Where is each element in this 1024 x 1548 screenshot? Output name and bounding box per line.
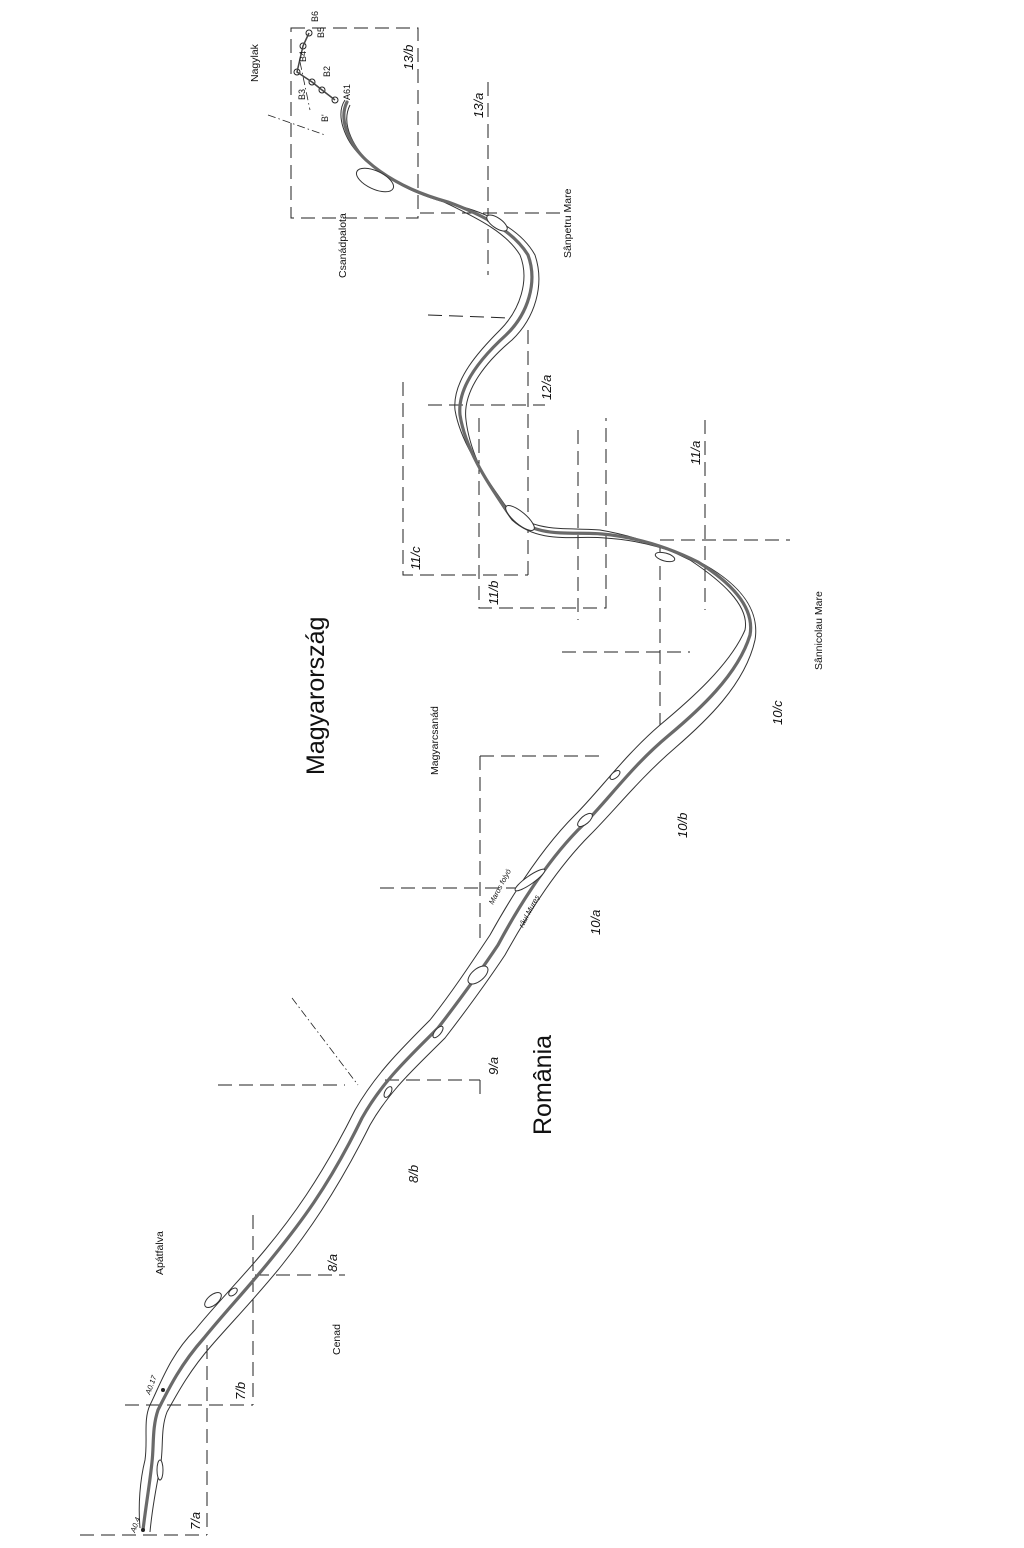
town-sannicolau-mare: Sânnicolau Mare [813,591,825,670]
country-labels: Magyarország România [302,617,557,1135]
island-10b [577,812,593,828]
river-bank-right [149,104,757,1533]
sheet-labels: 13/b 13/a 12/a 11/a 11/b 11/c 10/c 10/b … [188,45,785,1530]
station-b3-marker [308,78,316,86]
river [138,99,757,1533]
border-line-south [291,997,359,1086]
station-label-b6: B6 [310,11,320,22]
island-sanpetru [486,214,508,232]
border-lines [267,61,359,1086]
island-csanadpalota [355,167,395,193]
sheet-label-13a: 13/a [471,93,486,118]
sheet-label-11a: 11/a [688,441,703,465]
river-label-hungarian: Maros folyó [487,867,513,905]
station-label-b1: B' [320,114,330,122]
sheet-label-10a: 10/a [588,910,603,935]
border-line-nagylak [299,61,311,111]
sheet-frame-8a [252,1215,345,1405]
town-sanpetru-mare: Sânpetru Mare [562,188,574,258]
sheet-label-9a: 9/a [486,1057,501,1075]
station-a017-marker [161,1388,165,1392]
sheet-frame-10c [562,545,690,725]
town-cenad: Cenad [331,1324,343,1355]
station-label-b2: B2 [322,66,332,77]
stations [141,29,339,1532]
border-line-north [267,114,326,136]
station-label-b5: B5 [316,27,326,38]
island-9a-north [467,965,489,985]
island-apatfalva [204,1292,222,1308]
island-10a [514,868,546,892]
sheet-frame-11c [402,382,528,576]
sheet-label-13b: 13/b [401,45,416,70]
sheet-label-11b: 11/b [486,581,501,605]
sheet-label-10c: 10/c [770,700,785,725]
sheet-label-10b: 10/b [675,813,690,838]
river-label-romanian: râul Mureș [517,893,542,929]
station-label-a017: A0.17 [143,1373,159,1396]
town-magyarcsanad: Magyarcsanád [429,706,441,775]
station-b2-marker [318,86,326,94]
town-apatfalva: Apátfalva [154,1231,166,1275]
sheet-label-7a: 7/a [188,1512,203,1530]
sheet-label-12a: 12/a [539,375,554,400]
station-chain [296,32,336,101]
station-a61-marker [331,96,339,104]
island-sannicolau [654,551,676,563]
town-labels: Nagylak Csanádpalota Sânpetru Mare Magya… [154,43,825,1355]
island-10b-north [609,770,621,780]
sheet-label-7b: 7/b [233,1382,248,1400]
sheet-frame-13b [290,27,419,219]
sheet-label-8a: 8/a [325,1254,340,1272]
station-label-a61: A61 [342,84,352,100]
station-label-b3: B3 [297,89,307,100]
station-label-b4: B4 [298,51,308,62]
sheet-frame-11b [478,418,607,620]
sheet-frame-13a [420,82,560,275]
sheet-frame-9a [218,1079,481,1100]
station-a04-marker [141,1528,145,1532]
river-main-channel [141,100,753,1532]
sheet-frame-10b [479,755,606,940]
sheet-label-11c: 11/c [408,546,423,570]
island-9a [432,1025,444,1039]
sheet-label-8b: 8/b [406,1165,421,1183]
town-csanadpalota: Csanádpalota [337,213,349,278]
sheet-grid [80,27,790,1536]
town-nagylak: Nagylak [249,43,261,82]
sheet-frame-11a [660,420,790,610]
island-bend [505,505,535,531]
station-b6-marker [305,29,313,37]
country-hungary: Magyarország [302,617,330,775]
river-bank-left [138,99,747,1529]
country-romania: România [529,1035,557,1135]
island-apatfalva-small [228,1287,238,1297]
sheet-frame-7b [125,1345,253,1535]
island-7a [156,1459,164,1481]
sheet-frame-12a [427,314,545,575]
island-8b [383,1086,393,1098]
